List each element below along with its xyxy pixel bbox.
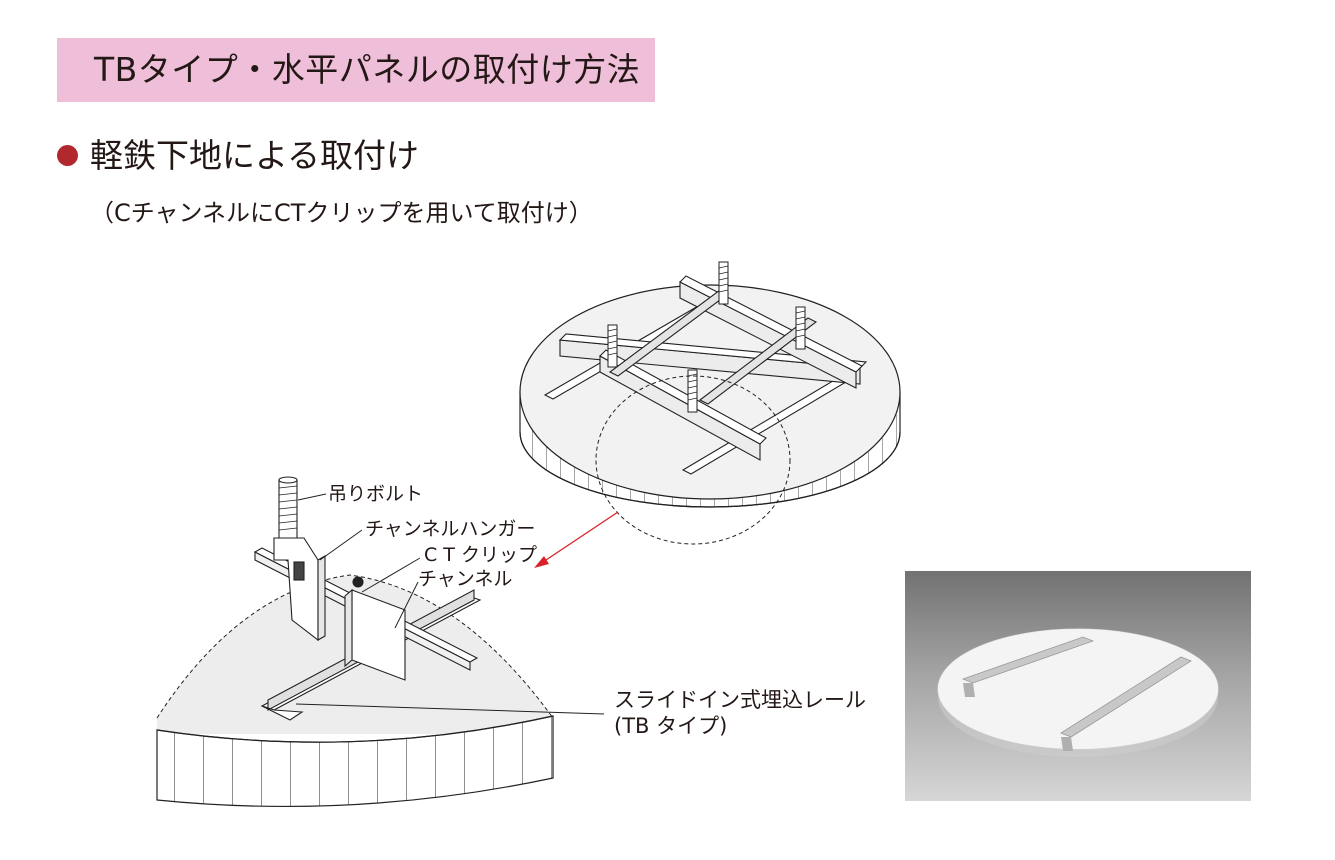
page-title: TBタイプ・水平パネルの取付け方法 [94, 50, 641, 89]
hanger-label: チャンネルハンガー [365, 518, 536, 540]
clip-label: C T クリップ [424, 544, 537, 566]
product-photo [905, 571, 1251, 801]
bullet-icon [57, 145, 78, 166]
arrow-icon [534, 511, 619, 568]
rail-label: スライドイン式埋込レール [614, 688, 866, 712]
bolt-label: 吊りボルト [328, 483, 424, 505]
section-heading: 軽鉄下地による取付け [90, 136, 420, 175]
overview-bolts [607, 261, 806, 413]
title-banner [57, 38, 655, 102]
leader-lines [295, 493, 605, 715]
channel-label: チャンネル [418, 568, 513, 590]
overview-framework [543, 275, 868, 475]
rail-type-label: (TB タイプ) [614, 714, 728, 738]
detail-bolt [273, 476, 326, 642]
section-subheading: （CチャンネルにCTクリップを用いて取付け） [90, 199, 593, 227]
detail-circle [595, 375, 791, 545]
